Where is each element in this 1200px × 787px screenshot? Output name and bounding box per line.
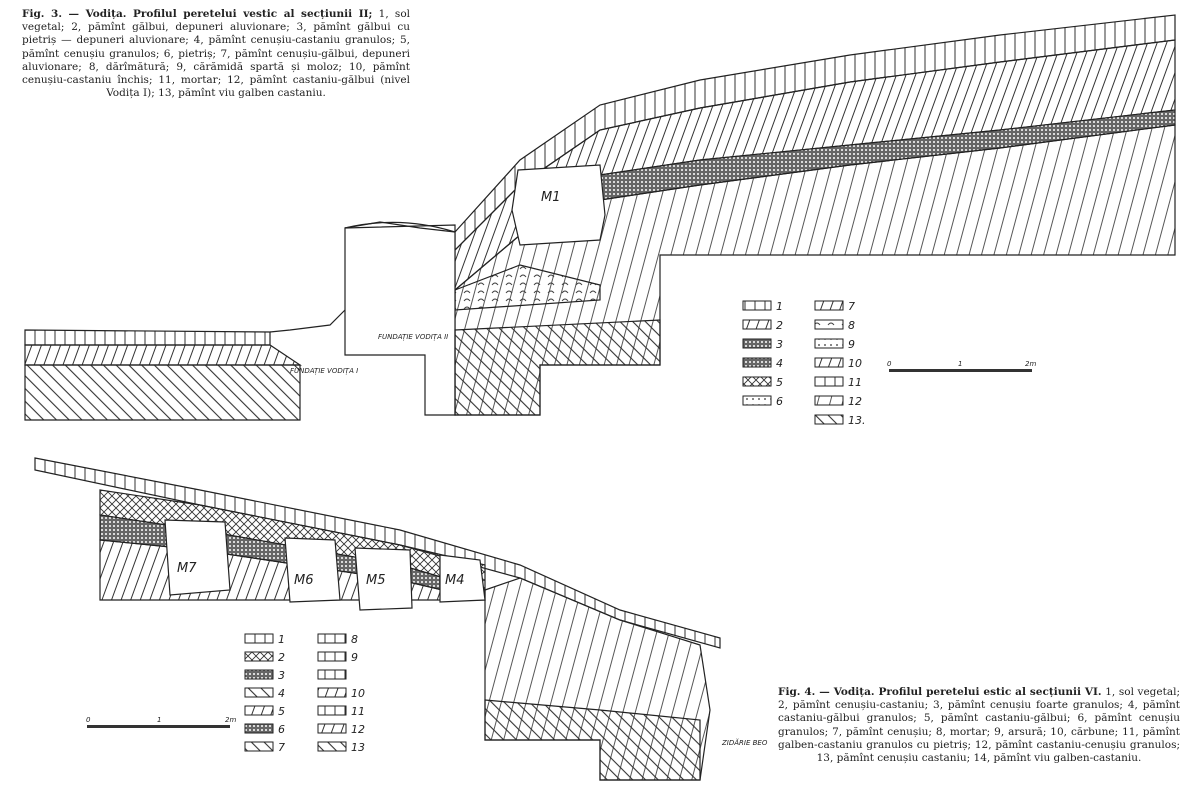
legend-label: 2 bbox=[776, 319, 783, 332]
legend-swatch bbox=[742, 357, 772, 368]
legend-swatch bbox=[317, 687, 347, 698]
legend-swatch bbox=[317, 669, 347, 680]
legend-label: 5 bbox=[278, 705, 285, 718]
legend-swatch bbox=[244, 723, 274, 734]
pit-label-m7: M7 bbox=[177, 561, 197, 576]
layer-right-bottom bbox=[454, 319, 661, 416]
legend-swatch bbox=[244, 633, 274, 644]
legend-swatch bbox=[244, 705, 274, 716]
scale-label-2m: 2m bbox=[225, 716, 236, 724]
legend-label: 10 bbox=[351, 687, 365, 700]
legend-label: 1 bbox=[278, 633, 285, 646]
legend-label: 1 bbox=[776, 300, 783, 313]
layer-left-bottom bbox=[24, 364, 301, 421]
wall-label: ZIDĂRIE BEO bbox=[721, 738, 768, 747]
legend-swatch bbox=[814, 414, 844, 425]
legend-label: 11 bbox=[351, 705, 365, 718]
layer-left-top bbox=[24, 329, 271, 346]
figure-3-caption-title: Fig. 3. — Vodița. Profilul peretelui ves… bbox=[22, 8, 373, 20]
pit-m6 bbox=[284, 537, 341, 603]
legend-swatch bbox=[742, 395, 772, 406]
legend-swatch bbox=[814, 319, 844, 330]
legend-swatch bbox=[244, 651, 274, 662]
legend-swatch bbox=[317, 723, 347, 734]
legend-label: 12 bbox=[848, 395, 862, 408]
foundation-label-1: FUNDAȚIE VODIȚA I bbox=[290, 367, 358, 375]
legend-label: 7 bbox=[848, 300, 855, 313]
figure-4-scale-bar: 0 1 2m bbox=[86, 716, 236, 728]
legend-label: 6 bbox=[278, 723, 285, 736]
legend-label: 4 bbox=[776, 357, 783, 370]
legend-label: 8 bbox=[351, 633, 358, 646]
scale-label-1: 1 bbox=[958, 360, 962, 368]
scale-label-1: 1 bbox=[157, 716, 161, 724]
legend-swatch bbox=[742, 300, 772, 311]
figure-3-profile bbox=[24, 14, 1176, 421]
legend-swatch bbox=[317, 633, 347, 644]
legend-swatch bbox=[317, 705, 347, 716]
legend-swatch bbox=[814, 395, 844, 406]
figure-4-profile bbox=[34, 457, 721, 781]
figure-3-caption: Fig. 3. — Vodița. Profilul peretelui ves… bbox=[22, 8, 410, 100]
scale-label-0: 0 bbox=[887, 360, 892, 368]
figure-4-caption-body: 1, sol vegetal; 2, pămînt cenușiu-castan… bbox=[778, 686, 1180, 765]
pit-label-m6: M6 bbox=[294, 573, 314, 588]
pit-label-m1: M1 bbox=[541, 190, 561, 205]
legend-label: 10 bbox=[848, 357, 862, 370]
pit-m7 bbox=[164, 519, 231, 596]
figure-3-scale-bar: 0 1 2m bbox=[887, 360, 1036, 372]
legend-swatch bbox=[814, 357, 844, 368]
figure-4-caption-title: Fig. 4. — Vodița. Profilul peretelui est… bbox=[778, 686, 1102, 698]
legend-label: 11 bbox=[848, 376, 862, 389]
figure-3-caption-body: 1, sol vegetal; 2, pămînt gălbui, depune… bbox=[22, 8, 410, 100]
pit-m4 bbox=[439, 554, 486, 603]
legend-label: 6 bbox=[776, 395, 783, 408]
legend-label: 2 bbox=[278, 651, 285, 664]
layer-left-mid bbox=[24, 344, 302, 366]
legend-label: 3 bbox=[776, 338, 783, 351]
legend-label: 7 bbox=[278, 741, 285, 754]
foundation-label-2: FUNDAȚIE VODIȚA II bbox=[378, 333, 448, 341]
legend-label: 9 bbox=[351, 651, 358, 664]
legend-swatch bbox=[317, 651, 347, 662]
legend-swatch bbox=[814, 300, 844, 311]
legend-swatch bbox=[244, 669, 274, 680]
legend-swatch bbox=[814, 376, 844, 387]
legend-label: 12 bbox=[351, 723, 365, 736]
pit-m1 bbox=[511, 164, 606, 246]
legend-label: 3 bbox=[278, 669, 285, 682]
figure-4-caption: Fig. 4. — Vodița. Profilul peretelui est… bbox=[778, 686, 1180, 765]
pit-label-m4: M4 bbox=[445, 573, 465, 588]
legend-label: 9 bbox=[848, 338, 855, 351]
legend-swatch bbox=[244, 687, 274, 698]
legend-swatch bbox=[244, 741, 274, 752]
wall-foundation bbox=[344, 224, 456, 416]
legend-swatch bbox=[742, 376, 772, 387]
pit-m5 bbox=[354, 547, 413, 611]
layer-right-bottom bbox=[484, 699, 701, 781]
pit-label-m5: M5 bbox=[366, 573, 386, 588]
legend-label: 13 bbox=[351, 741, 365, 754]
legend-swatch bbox=[317, 741, 347, 752]
legend-swatch bbox=[742, 338, 772, 349]
legend-swatch bbox=[814, 338, 844, 349]
legend-swatch bbox=[742, 319, 772, 330]
legend-label: 5 bbox=[776, 376, 783, 389]
legend-label: 8 bbox=[848, 319, 855, 332]
scale-label-0: 0 bbox=[86, 716, 91, 724]
legend-label: 4 bbox=[278, 687, 285, 700]
legend-label: 13. bbox=[848, 414, 866, 427]
scale-label-2m: 2m bbox=[1025, 360, 1036, 368]
